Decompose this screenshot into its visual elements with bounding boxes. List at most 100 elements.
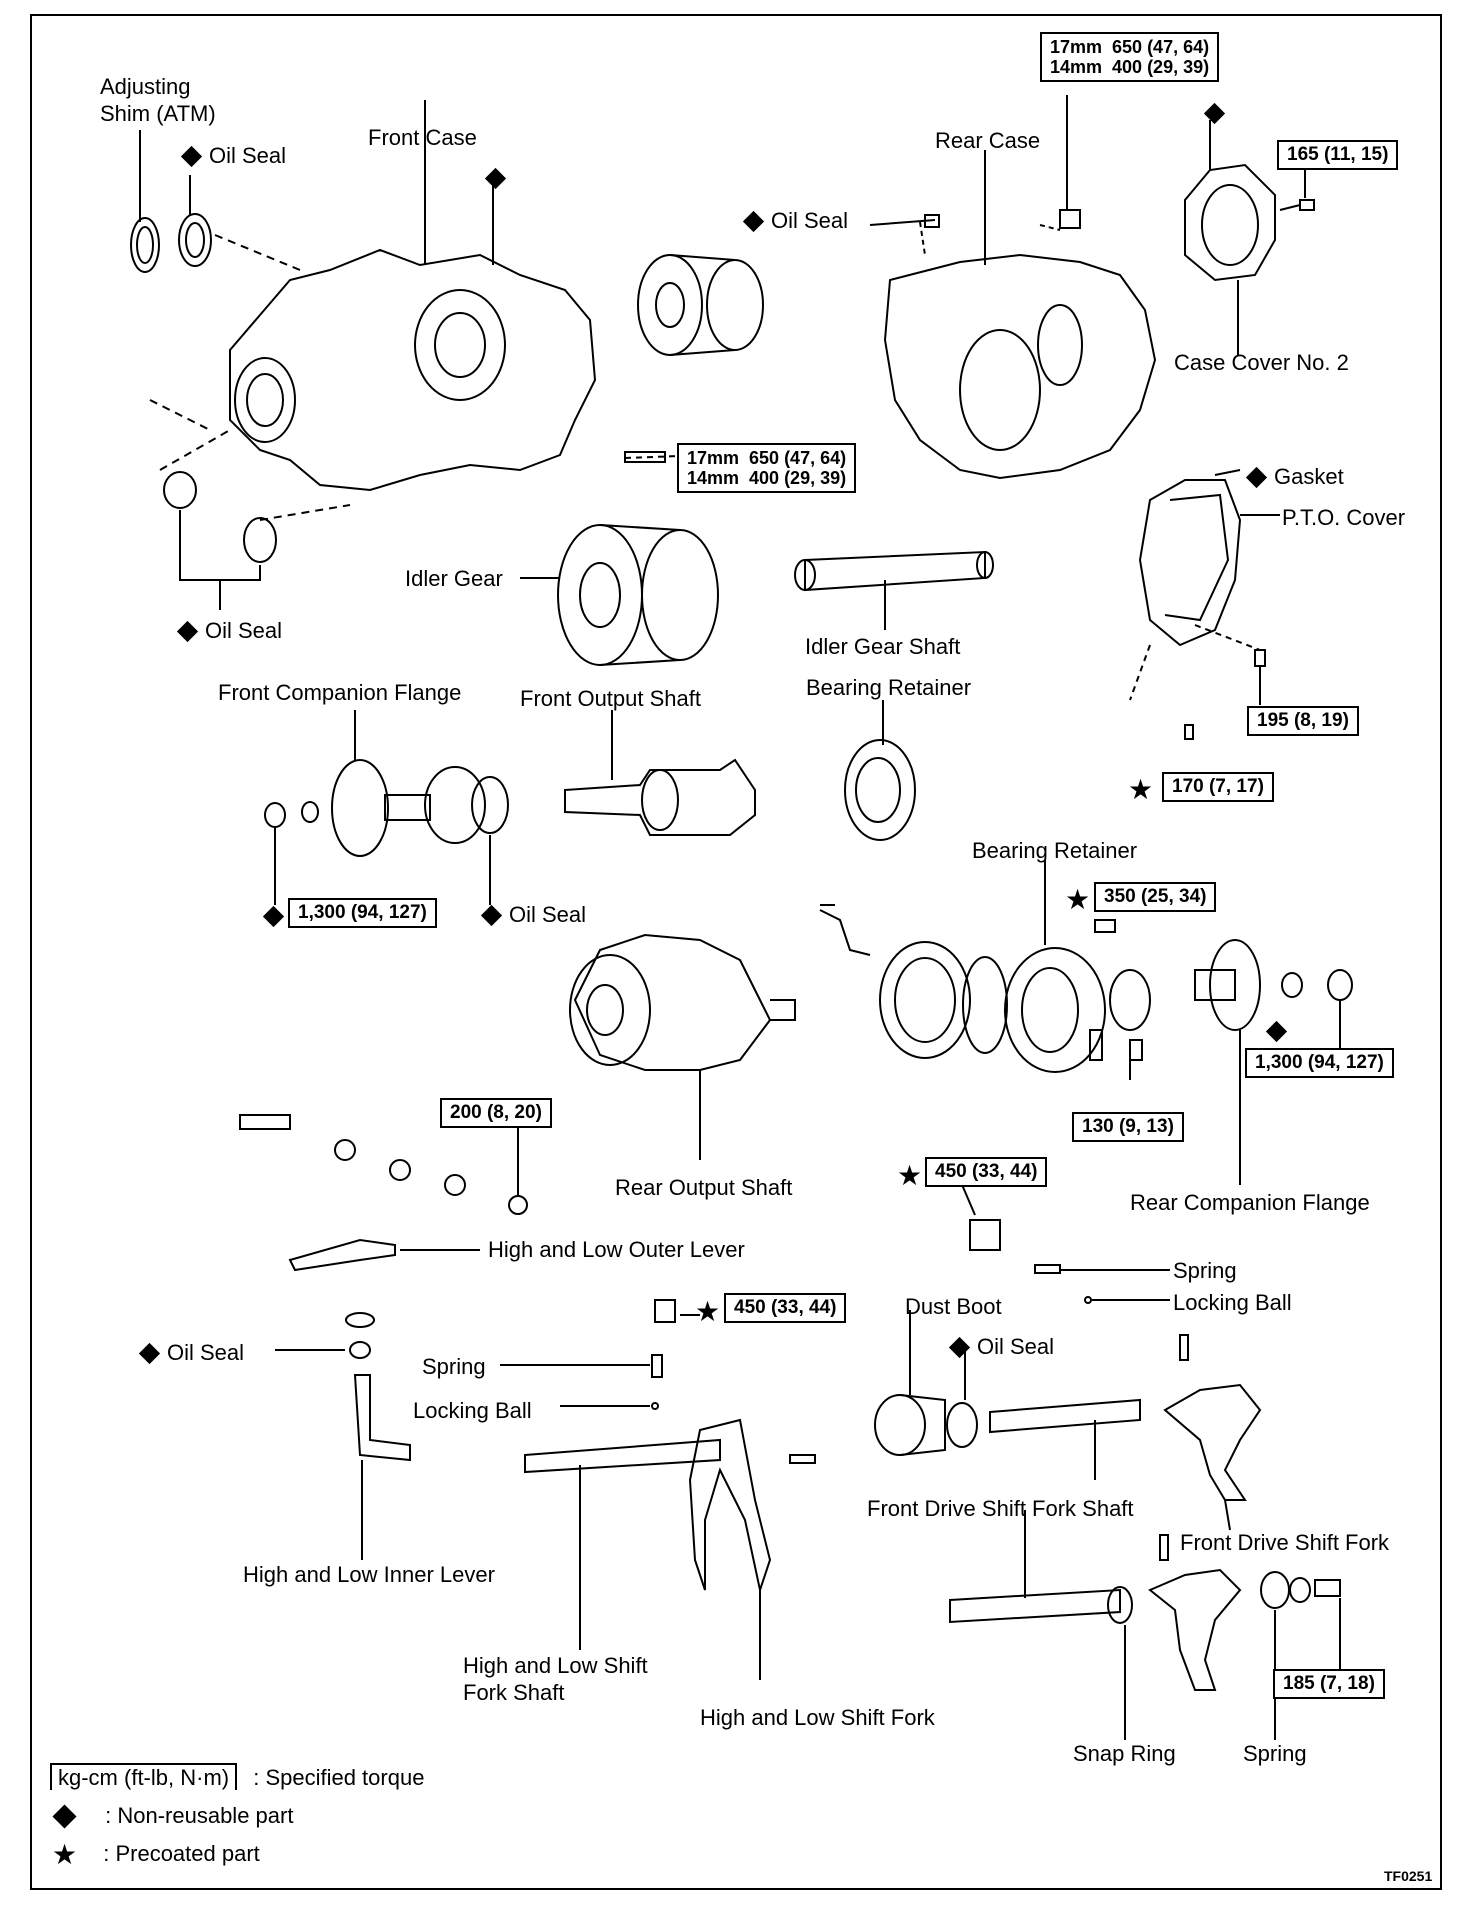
figure-code: TF0251 [1384,1868,1433,1884]
rear-output-shaft-part [573,933,772,1071]
label-oil-seal-lever: Oil Seal [138,1340,244,1366]
diamond-icon [1245,467,1268,489]
diamond-marker-rear-flange [1265,1018,1294,1044]
label-oil-seal-mid: Oil Seal [742,208,848,234]
label-idler-gear-shaft: Idler Gear Shaft [805,634,961,659]
label-spring-left: Spring [422,1354,486,1379]
bearing-retainer-part-1 [844,739,916,841]
front-drive-shift-fork-part [1163,1383,1262,1501]
diamond-icon [1265,1021,1288,1043]
diamond-marker-front-case [484,165,513,191]
adjusting-shim-part [130,217,160,273]
label-rear-output-shaft: Rear Output Shaft [615,1175,793,1200]
legend-torque: kg-cm (ft-lb, N·m) : Specified torque [50,1763,425,1792]
torque-rear-flange-nut: 1,300 (94, 127) [1245,1048,1394,1078]
label-high-low-shift-fork-shaft: High and Low Shift Fork Shaft [463,1653,648,1705]
torque-outer-lever-nut: 200 (8, 20) [440,1098,552,1128]
label-bearing-retainer-1: Bearing Retainer [806,675,972,700]
label-idler-gear: Idler Gear [405,566,503,591]
label-dust-boot: Dust Boot [905,1294,1002,1319]
bearing-retainer-part-2 [1004,947,1106,1073]
case-cover-no2-part [1184,163,1276,282]
torque-fork-bolt: 185 (7, 18) [1273,1669,1385,1699]
torque-pto-precoat: 170 (7, 17) [1162,772,1274,802]
high-low-outer-lever-part [288,1238,396,1272]
diamond-icon [480,905,503,927]
diamond-icon [742,211,765,233]
label-oil-seal-boot: Oil Seal [948,1334,1054,1360]
torque-case-cover: 165 (11, 15) [1277,140,1399,170]
oil-seal-part-top [178,213,212,267]
torque-bearing-retainer-bolt: 350 (25, 34) [1094,882,1217,912]
label-front-companion-flange: Front Companion Flange [218,680,462,705]
front-drive-shift-fork-part-lower [1148,1568,1242,1691]
torque-front-flange-nut: 1,300 (94, 127) [288,898,437,928]
label-spring-bottom: Spring [1243,1741,1307,1766]
diamond-icon [52,1804,77,1829]
star-icon: ★ [897,1160,923,1192]
label-front-drive-shift-fork: Front Drive Shift Fork [1180,1530,1390,1555]
label-pto-cover: P.T.O. Cover [1282,505,1406,530]
torque-plug-right: 450 (33, 44) [925,1157,1048,1187]
diagram-frame [30,14,1442,1890]
diamond-icon [948,1337,971,1359]
label-rear-case: Rear Case [935,128,1041,153]
label-front-drive-shift-fork-shaft: Front Drive Shift Fork Shaft [867,1496,1134,1521]
rear-case-part [883,253,1157,480]
pto-cover-part [1138,479,1242,647]
label-high-low-shift-fork: High and Low Shift Fork [700,1705,935,1730]
label-high-low-inner-lever: High and Low Inner Lever [243,1562,495,1587]
label-bearing-retainer-2: Bearing Retainer [972,838,1138,863]
legend-star-text: : Precoated part [103,1841,260,1866]
dust-boot-part [874,1394,926,1456]
label-snap-ring: Snap Ring [1073,1741,1176,1766]
label-gasket: Gasket [1245,464,1344,490]
label-oil-seal-top: Oil Seal [180,143,286,169]
legend-star: ★ : Precoated part [52,1839,260,1871]
diamond-icon [262,906,285,928]
diamond-icon [1203,103,1226,125]
counter-gear-part [637,254,703,356]
diamond-icon [484,168,507,190]
front-case-part [229,248,597,492]
rear-companion-flange-part [1209,939,1261,1031]
torque-plug-small: 130 (9, 13) [1072,1112,1184,1142]
torque-rear-case-bolts: 17mm 650 (47, 64) 14mm 400 (29, 39) [1040,32,1220,82]
diamond-icon [176,621,199,643]
label-locking-ball-left: Locking Ball [413,1398,532,1423]
torque-front-case-bolts: 17mm 650 (47, 64) 14mm 400 (29, 39) [677,443,857,493]
label-case-cover-no2: Case Cover No. 2 [1174,350,1349,375]
idler-gear-part [557,524,643,666]
high-low-inner-lever-part [353,1374,411,1462]
front-drive-shift-fork-shaft-part [989,1398,1141,1434]
star-icon: ★ [1065,884,1091,916]
legend-diamond-text: : Non-reusable part [105,1803,294,1828]
label-oil-seal-flange: Oil Seal [480,902,586,928]
label-locking-ball-right: Locking Ball [1173,1290,1292,1315]
diamond-icon [180,146,203,168]
diamond-icon [138,1343,161,1365]
star-icon: ★ [695,1296,721,1328]
precoat-star-pto: ★ [1128,776,1153,804]
idler-gear-shaft-part [804,550,986,592]
label-spring-right: Spring [1173,1258,1237,1283]
high-low-shift-fork-shaft-part [524,1438,721,1474]
high-low-shift-fork-part [688,1418,772,1594]
legend-torque-unit: kg-cm (ft-lb, N·m) [50,1763,238,1790]
precoat-star-plug-left: ★ [695,1296,721,1328]
label-rear-companion-flange: Rear Companion Flange [1130,1190,1370,1215]
front-output-shaft-part [564,758,756,836]
precoat-star-bearing: ★ [1065,884,1091,916]
torque-plug-left: 450 (33, 44) [724,1293,847,1323]
label-high-low-outer-lever: High and Low Outer Lever [488,1237,745,1262]
torque-pto-bolt: 195 (8, 19) [1247,706,1359,736]
star-icon: ★ [52,1839,78,1871]
legend-diamond: : Non-reusable part [52,1802,293,1830]
label-front-output-shaft: Front Output Shaft [520,686,701,711]
label-oil-seal-left: Oil Seal [176,618,282,644]
precoat-star-plug-right: ★ [897,1160,923,1192]
label-front-case: Front Case [368,125,477,150]
diamond-marker-front-flange [262,903,291,929]
legend-torque-text: : Specified torque [253,1765,425,1790]
